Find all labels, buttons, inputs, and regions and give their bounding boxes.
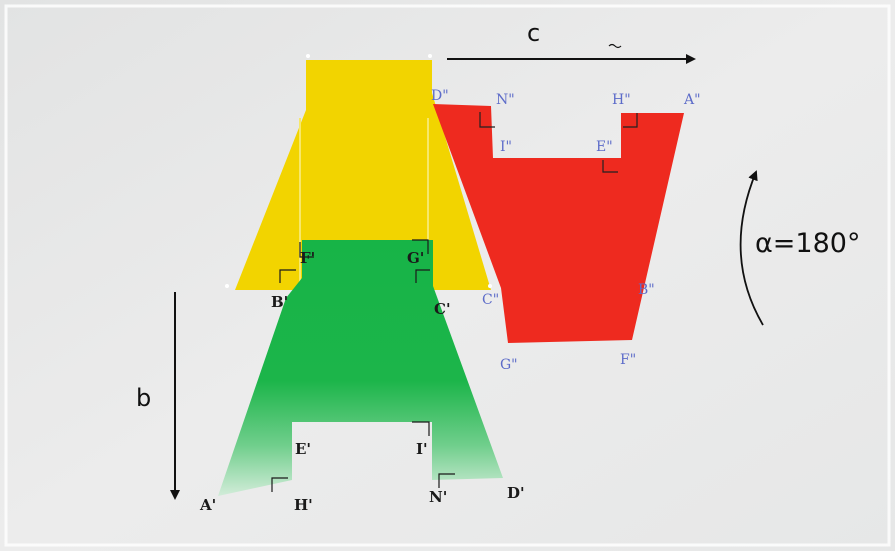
green-label-a: A' [199,496,216,514]
red-label-b: B" [638,282,655,298]
green-right-angle-g [412,239,429,254]
green-label-f: F' [300,249,315,267]
yellow-dot-top-right [428,54,432,58]
red-label-h: H" [612,92,631,108]
green-right-angle-h [271,477,288,492]
green-label-b: B' [271,293,288,311]
red-label-g: G" [500,357,518,373]
yellow-dot-top-left [306,54,310,58]
rotation-arc-arrow [739,170,764,326]
green-label-d: D' [507,484,525,502]
green-dot-a [225,284,229,288]
green-right-angle-i [412,421,430,436]
red-right-angle-n [479,112,495,128]
red-label-n: N" [496,92,515,108]
green-label-e: E' [295,440,311,458]
red-right-angle-h [623,113,638,128]
vector-b-label: b [136,384,151,412]
green-right-angle-b [279,269,296,283]
green-label-h: H' [294,496,313,514]
red-label-i: I" [500,139,512,155]
red-label-f: F" [620,352,636,368]
vector-c-tilde [608,43,622,49]
red-right-angle-e [602,160,618,173]
vector-c-label: c [527,19,540,47]
red-label-d: D" [431,88,449,104]
green-figure [218,240,503,496]
frame-edge [4,4,891,547]
green-dot-d [488,284,492,288]
green-right-angle-f [299,242,314,258]
green-right-angle-n [438,473,455,488]
red-label-e: E" [596,139,613,155]
red-label-c: C" [482,292,499,308]
red-figure [433,104,684,343]
green-label-g: G' [407,249,424,267]
red-label-a: A" [683,92,701,108]
green-right-angle-c [415,269,430,283]
green-label-i: I' [416,440,428,458]
green-label-n: N' [429,488,447,506]
rotation-label: α=180° [755,228,860,259]
green-label-c: C' [434,300,451,318]
